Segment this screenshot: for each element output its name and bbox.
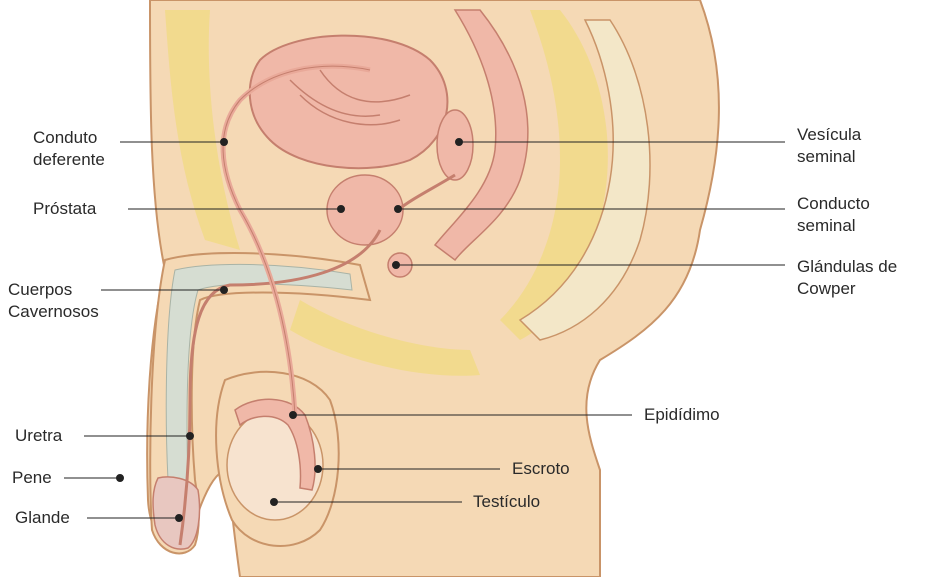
label-cuerpos-cavernosos: Cuerpos Cavernosos	[8, 279, 99, 323]
label-line: seminal	[797, 215, 870, 237]
label-line: seminal	[797, 146, 861, 168]
label-line: Glande	[15, 507, 70, 529]
seminal-vesicle-organ	[437, 110, 473, 180]
label-epididimo: Epidídimo	[644, 404, 720, 426]
label-line: Conduto	[33, 127, 105, 149]
label-glande: Glande	[15, 507, 70, 529]
label-line: Uretra	[15, 425, 62, 447]
label-conducto-seminal: Conducto seminal	[797, 193, 870, 237]
label-conduto-deferente: Conduto deferente	[33, 127, 105, 171]
label-line: Cuerpos	[8, 279, 99, 301]
label-line: Próstata	[33, 198, 96, 220]
label-vesicula-seminal: Vesícula seminal	[797, 124, 861, 168]
glans	[153, 477, 200, 549]
label-line: Testículo	[473, 491, 540, 513]
label-line: Cowper	[797, 278, 897, 300]
label-escroto: Escroto	[512, 458, 570, 480]
label-line: Vesícula	[797, 124, 861, 146]
label-pene: Pene	[12, 467, 52, 489]
label-line: Pene	[12, 467, 52, 489]
label-glandulas-cowper: Glándulas de Cowper	[797, 256, 897, 300]
label-prostata: Próstata	[33, 198, 96, 220]
label-line: Conducto	[797, 193, 870, 215]
bladder	[250, 36, 448, 169]
label-line: Escroto	[512, 458, 570, 480]
label-line: deferente	[33, 149, 105, 171]
label-line: Cavernosos	[8, 301, 99, 323]
label-line: Epidídimo	[644, 404, 720, 426]
label-uretra: Uretra	[15, 425, 62, 447]
label-line: Glándulas de	[797, 256, 897, 278]
label-testiculo: Testículo	[473, 491, 540, 513]
